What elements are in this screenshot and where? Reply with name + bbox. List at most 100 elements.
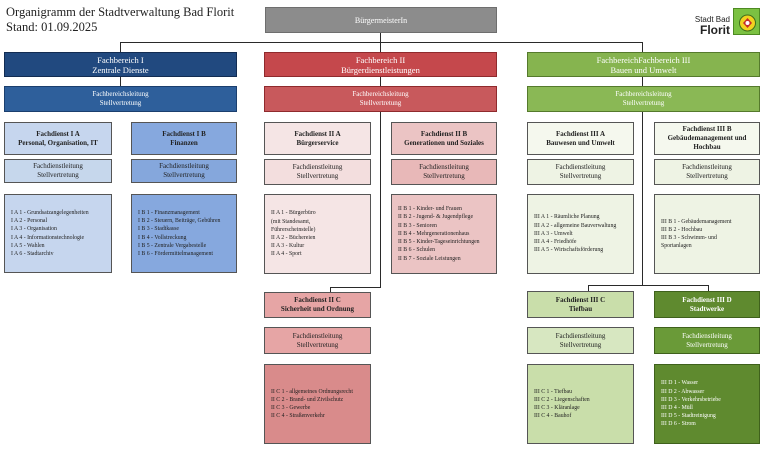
unit-item: III C 3 - Kläranlage bbox=[534, 405, 580, 411]
unit-item: II A 3 - Kultur bbox=[271, 243, 305, 250]
connector-fb3c-down bbox=[588, 285, 589, 291]
fd1b-lead-line2: Stellvertretung bbox=[163, 171, 205, 179]
fd2a-lead-line1: Fachdienstleitung bbox=[292, 163, 343, 171]
fb1-name-line1: Fachbereich I bbox=[97, 54, 144, 65]
fd2a-name-line1: Fachdienst II A bbox=[294, 129, 341, 138]
fd3d-lead-line2: Stellvertretung bbox=[686, 340, 728, 349]
unit-item: III C 2 - Liegenschaften bbox=[534, 396, 590, 403]
fb2-name-line1: Fachbereich II bbox=[355, 54, 406, 65]
unit-item: II B 6 - Schulen bbox=[398, 247, 436, 254]
fd1a-lead-line1: Fachdienstleitung bbox=[33, 162, 83, 170]
fb3-name-line1: FachbereichFachbereich III bbox=[596, 54, 691, 65]
fd2b-lead-line2: Stellvertretung bbox=[423, 172, 465, 180]
unit-item: I A 4 - Informationstechnologie bbox=[11, 234, 85, 241]
unit-item: I B 3 - Stadtkasse bbox=[138, 226, 179, 233]
fd3c-lead-line1: Fachdienstleitung bbox=[555, 331, 606, 340]
unit-item: Sportanlagen bbox=[661, 243, 692, 250]
fd3b-lead-line2: Stellvertretung bbox=[686, 172, 728, 180]
unit-item: III C 1 - Tiefbau bbox=[534, 388, 572, 395]
unit-item: III C 4 - Bauhof bbox=[534, 413, 572, 420]
fd3b-units: III B 1 - Gebäudemanagement III B 2 - Ho… bbox=[654, 194, 760, 274]
fd1b-name-line2: Finanzen bbox=[170, 138, 198, 147]
unit-item: III A 1 - Räumliche Planung bbox=[534, 214, 600, 221]
fd2c-name-line1: Fachdienst II C bbox=[294, 296, 341, 304]
unit-item: II C 4 - Straßenverkehr bbox=[271, 413, 325, 420]
unit-item: II B 5 - Kinder-Tageseinrichtungen bbox=[398, 239, 480, 246]
connector-fb3-down bbox=[642, 42, 643, 52]
unit-item: II B 1 - Kinder- und Frauen bbox=[398, 206, 462, 213]
fd3a-lead-line1: Fachdienstleitung bbox=[555, 163, 606, 171]
unit-item: I A 5 - Wahlen bbox=[11, 242, 45, 249]
unit-item: I B 1 - Finanzmanagement bbox=[138, 209, 200, 216]
fd2b-units: II B 1 - Kinder- und Frauen II B 2 - Jug… bbox=[391, 194, 497, 274]
fd2a-lead-line2: Stellvertretung bbox=[296, 172, 339, 180]
fd1b-units: I B 1 - Finanzmanagement I B 2 - Steuern… bbox=[131, 194, 237, 273]
fd3d-units: III D 1 - Wasser III D 2 - Abwasser III … bbox=[654, 364, 760, 444]
fb1-lead-line2: Stellvertretung bbox=[99, 99, 142, 107]
connector-fb3-bottom bbox=[588, 285, 708, 286]
unit-item: I A 2 - Personal bbox=[11, 218, 48, 225]
fd3b-lead-line1: Fachdienstleitung bbox=[682, 163, 732, 171]
unit-item: II C 2 - Brand- und Zivilschutz bbox=[271, 396, 344, 403]
unit-item: III A 3 - Umwelt bbox=[534, 230, 573, 237]
logo-line1: Stadt Bad bbox=[694, 15, 730, 24]
unit-item: III B 1 - Gebäudemanagement bbox=[661, 218, 732, 225]
fb2-lead-line1: Fachbereichsleitung bbox=[352, 90, 409, 98]
unit-item: (mit Standesamt, bbox=[271, 218, 311, 225]
unit-item: III D 3 - Verkehrsbetriebe bbox=[661, 396, 721, 403]
fb1-lead-line1: Fachbereichsleitung bbox=[92, 90, 149, 98]
fb1-name-line2: Zentrale Dienste bbox=[92, 64, 149, 75]
fd2c-units: II C 1 - allgemeines Ordnungsrecht II C … bbox=[264, 364, 371, 444]
fd3c-units: III C 1 - Tiefbau III C 2 - Liegenschaft… bbox=[527, 364, 634, 444]
fd2b-name-line1: Fachdienst II B bbox=[420, 129, 468, 138]
city-crest-icon bbox=[733, 8, 760, 35]
unit-item: I A 1 - Grundsatzangelegenheiten bbox=[11, 209, 89, 216]
fd1a-lead-line2: Stellvertretung bbox=[37, 171, 79, 179]
unit-item: II B 7 - Soziale Leistungen bbox=[398, 255, 461, 262]
fd2b-lead-line1: Fachdienstleitung bbox=[419, 163, 469, 171]
connector-fb3-spine bbox=[642, 112, 643, 286]
fb3-lead-line1: Fachbereichsleitung bbox=[615, 90, 672, 98]
unit-item: III D 1 - Wasser bbox=[661, 380, 699, 387]
unit-item: III B 2 - Hochbau bbox=[661, 226, 703, 233]
fd3c-name-line1: Fachdienst III C bbox=[555, 295, 606, 304]
chart-title-line2: Stand: 01.09.2025 bbox=[6, 20, 98, 34]
unit-item: I B 5 - Zentrale Vergabestelle bbox=[138, 242, 207, 249]
connector-fb2c-down bbox=[330, 287, 331, 292]
unit-item: I B 2 - Steuern, Beiträge, Gebühren bbox=[138, 218, 221, 225]
unit-item: III D 2 - Abwasser bbox=[661, 388, 705, 395]
unit-item: II B 2 - Jugend- & Jugendpflege bbox=[398, 214, 474, 221]
connector-fb2-to-lead bbox=[380, 77, 381, 86]
unit-item: II A 4 - Sport bbox=[271, 251, 302, 258]
fd1b-lead-line1: Fachdienstleitung bbox=[159, 162, 209, 170]
fd3a-units: III A 1 - Räumliche Planung III A 2 - al… bbox=[527, 194, 634, 274]
unit-item: III A 4 - Friedhöfe bbox=[534, 239, 577, 246]
fd1b-name-line1: Fachdienst I B bbox=[162, 129, 206, 138]
logo-line2: Florit bbox=[700, 23, 730, 37]
unit-item: II B 3 - Senioren bbox=[398, 222, 437, 229]
connector-mayor-down bbox=[380, 33, 381, 43]
fd3d-name-line1: Fachdienst III D bbox=[682, 295, 732, 304]
connector-top-horizontal bbox=[120, 42, 642, 43]
unit-item: I A 6 - Stadtarchiv bbox=[11, 250, 54, 257]
fd2c-lead-line2: Stellvertretung bbox=[296, 340, 339, 349]
unit-item: III A 5 - Wirtschaftsförderung bbox=[534, 247, 604, 254]
fd3a-name-line2: Bauwesen und Umwelt bbox=[546, 138, 615, 147]
mayor-box: BürgermeisterIn bbox=[265, 7, 497, 33]
connector-fb1-down bbox=[120, 42, 121, 52]
fd3a-lead-line2: Stellvertretung bbox=[559, 172, 602, 180]
unit-item: Führerscheinstelle) bbox=[271, 226, 316, 233]
